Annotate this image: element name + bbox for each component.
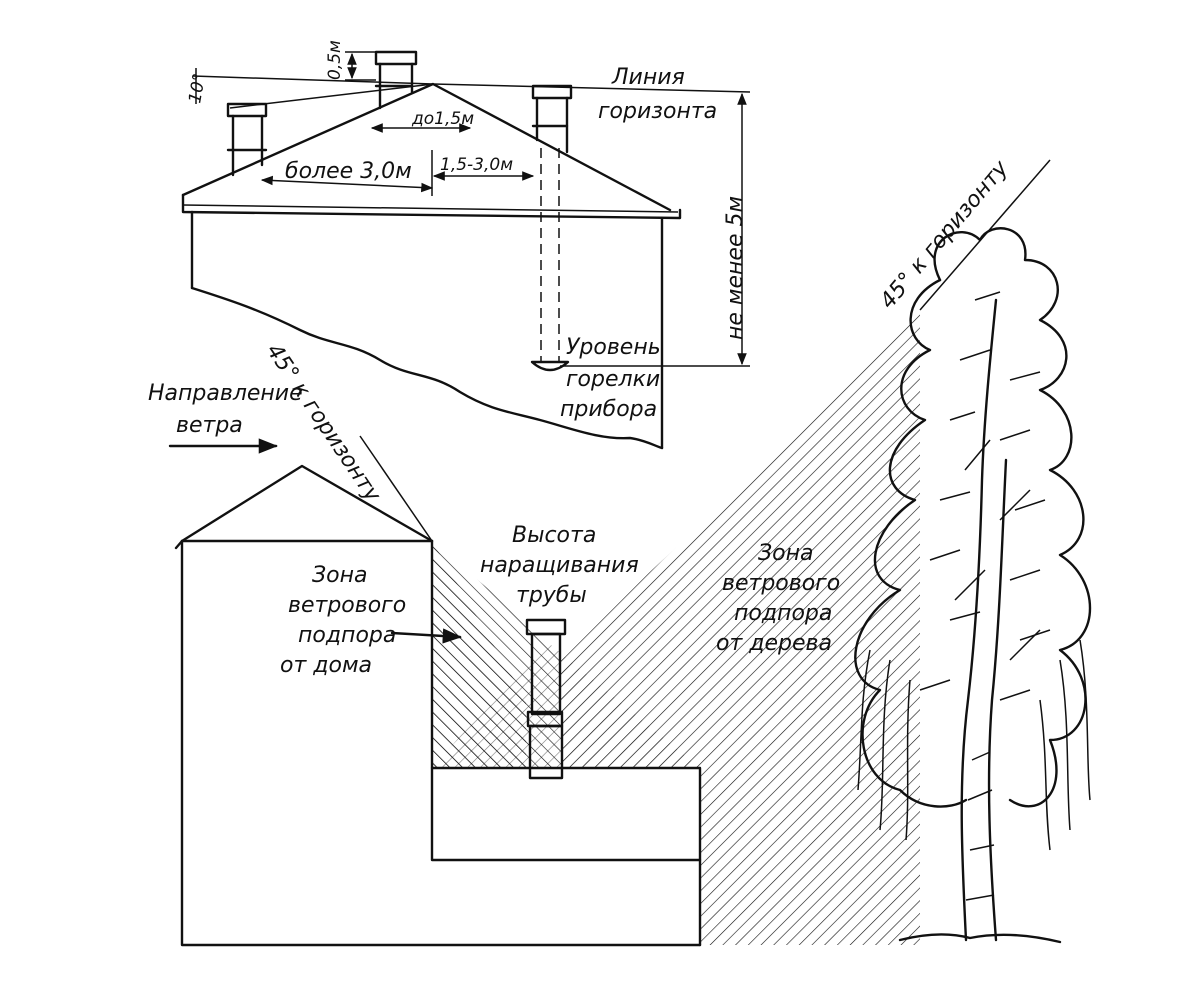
horizon-label-2: горизонта <box>598 99 717 124</box>
birch-tree <box>854 227 1092 944</box>
far-distance-label: более 3,0м <box>285 159 412 184</box>
left-chimney <box>226 102 268 177</box>
center-chimney <box>374 50 418 110</box>
tree-zone-3: подпора <box>734 601 832 626</box>
tree-zone-4: от дерева <box>716 631 832 656</box>
horizon-label-1: Линия <box>611 65 685 90</box>
burner-label-3: прибора <box>560 397 657 422</box>
house-angle-label: 45° к горизонту <box>261 339 386 507</box>
mid-distance-label: 1,5-3,0м <box>440 155 513 175</box>
min-height-label: не менее 5м <box>723 196 748 340</box>
house-zone-2: ветрового <box>288 593 406 618</box>
bottom-house <box>174 464 702 947</box>
extension-pipe <box>525 618 567 780</box>
pipe-height-2: наращивания <box>480 553 639 578</box>
house-zone-4: от дома <box>280 653 372 678</box>
wind-label-1: Направление <box>148 381 303 406</box>
burner-label-2: горелки <box>566 367 660 392</box>
burner-label-1: Уровень <box>566 335 661 360</box>
tree-angle-label: 45° к горизонту <box>875 155 1014 313</box>
house-zone-1: Зона <box>312 563 367 588</box>
tree-wind-zone-hatch <box>560 310 920 945</box>
wind-label-2: ветра <box>176 413 243 438</box>
tree-zone-2: ветрового <box>722 571 840 596</box>
tree-zone-1: Зона <box>758 541 813 566</box>
angle-label: 10° <box>185 72 210 105</box>
pipe-height-1: Высота <box>512 523 596 548</box>
right-chimney <box>530 84 573 372</box>
house-zone-3: подпора <box>298 623 396 648</box>
pipe-height-3: трубы <box>516 583 587 608</box>
ridge-distance-label: до1,5м <box>411 109 474 129</box>
chimney-height-label: 0,5м <box>325 40 345 80</box>
